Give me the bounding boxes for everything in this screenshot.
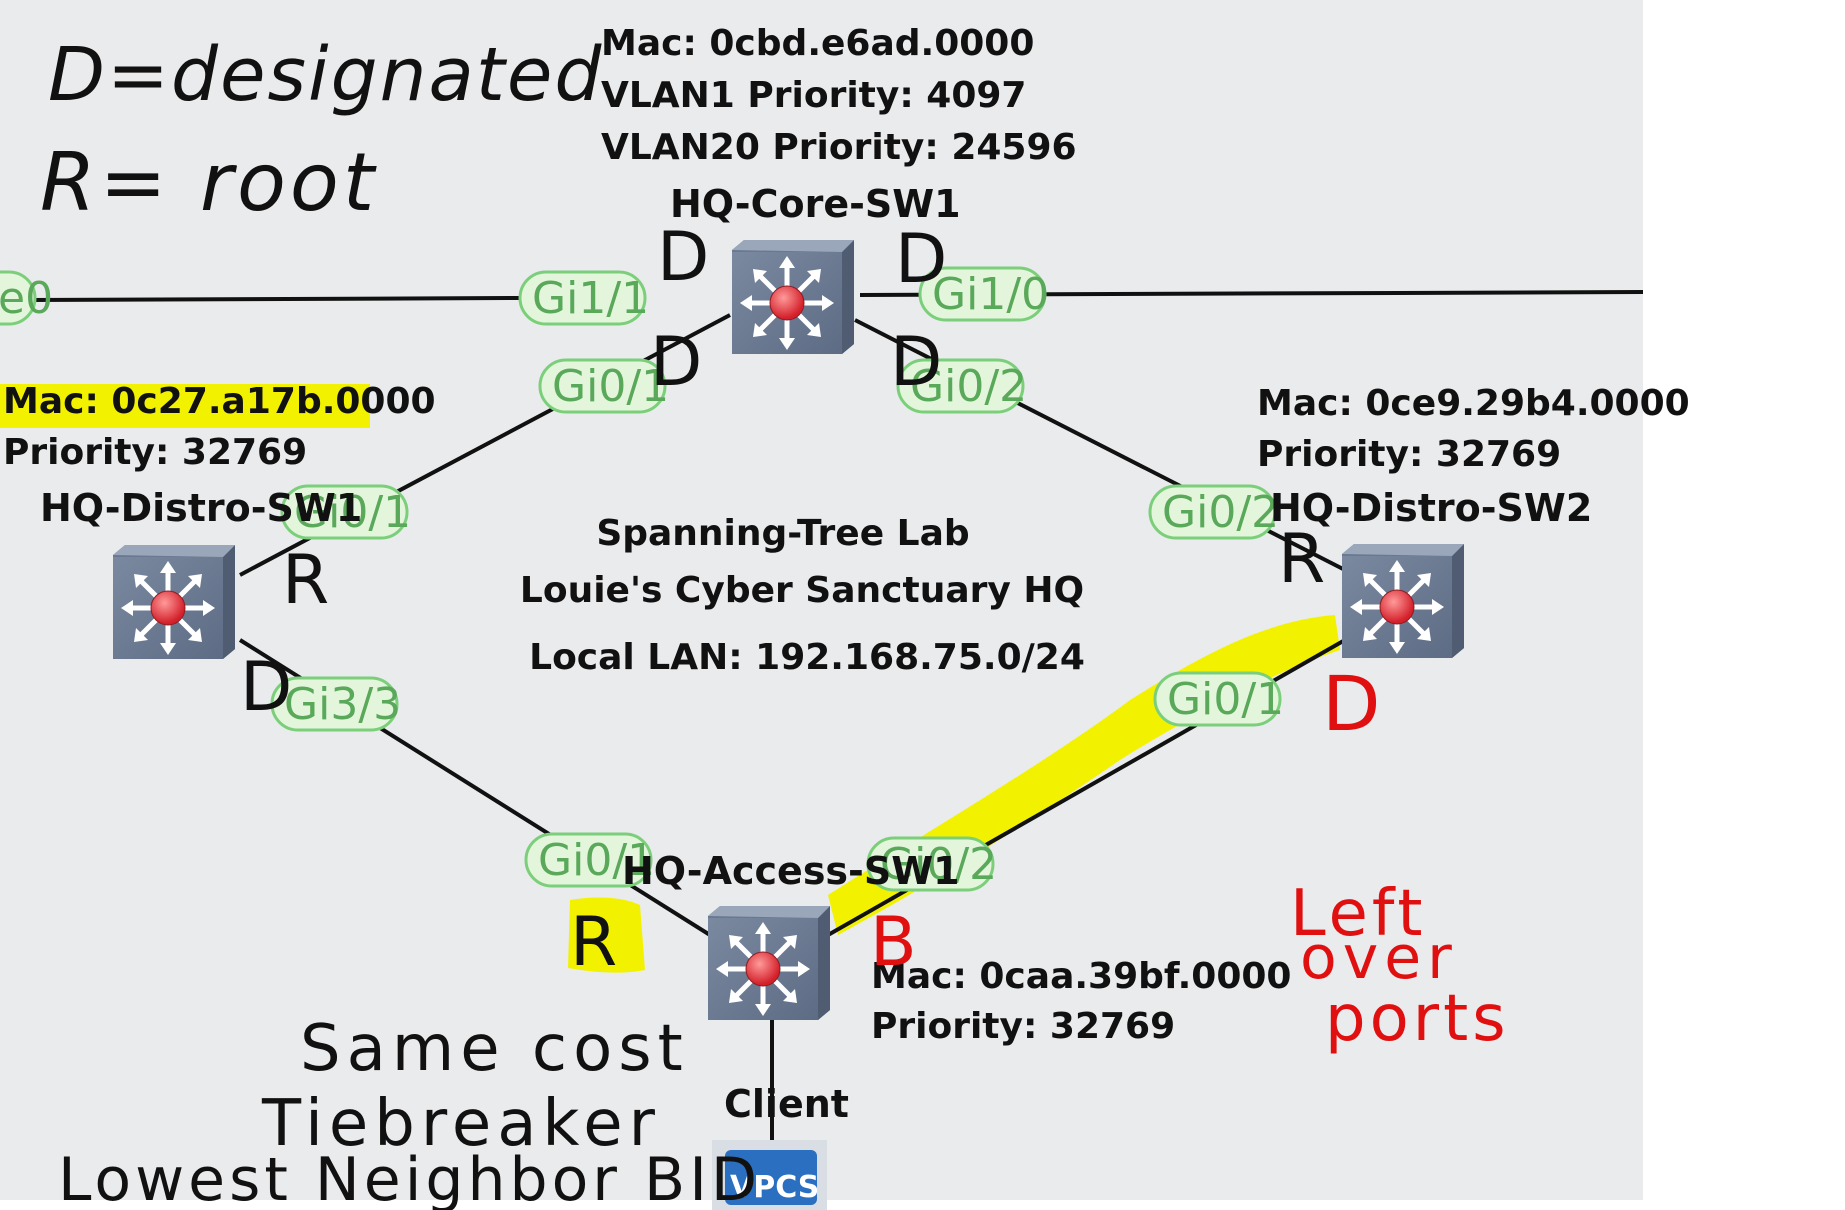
access-mac: Mac: 0caa.39bf.0000 [871, 956, 1291, 997]
note-lowest-neighbor-bid: Lowest Neighbor BID [58, 1145, 761, 1210]
port-core-gi1-1[interactable]: Gi1/1 [518, 270, 649, 326]
lab-title: Spanning-Tree Lab [596, 513, 969, 554]
legend-designated: D=designated [48, 32, 603, 118]
svg-text:Gi3/3: Gi3/3 [284, 679, 401, 730]
svg-text:Gi0/1: Gi0/1 [1167, 674, 1284, 725]
link-left-edge [29, 296, 521, 302]
client-vpcs[interactable]: VPCS [712, 1140, 827, 1210]
client-name: Client [724, 1082, 849, 1126]
port-core-gi1-0[interactable]: Gi1/0 [918, 266, 1049, 322]
svg-text:Gi0/2: Gi0/2 [1162, 487, 1279, 538]
role-distro2-gi0-1-red: D [1322, 659, 1381, 748]
distro1-name: HQ-Distro-SW1 [40, 486, 362, 530]
role-core-gi0-2: D [890, 323, 942, 402]
note-ports: ports [1325, 982, 1510, 1056]
distro1-mac: Mac: 0c27.a17b.0000 [3, 381, 436, 422]
role-core-gi1-0: D [895, 220, 947, 299]
distro2-priority: Priority: 32769 [1257, 434, 1561, 475]
highlight-root-r [568, 897, 645, 973]
core-mac: Mac: 0cbd.e6ad.0000 [601, 23, 1034, 64]
distro2-name: HQ-Distro-SW2 [1270, 486, 1592, 530]
core-vlan20-priority: VLAN20 Priority: 24596 [601, 127, 1077, 168]
port-distro1-gi0-1[interactable]: Gi0/1 [280, 484, 411, 540]
lab-lan: Local LAN: 192.168.75.0/24 [529, 637, 1085, 678]
port-role-annotations: D D D D R D R R D B [240, 218, 1381, 982]
role-access-gi0-1: R [570, 903, 617, 982]
lab-subtitle: Louie's Cyber Sanctuary HQ [520, 570, 1084, 611]
port-distro1-gi3-3[interactable]: Gi3/3 [270, 676, 401, 732]
core-name: HQ-Core-SW1 [670, 182, 961, 226]
core-vlan1-priority: VLAN1 Priority: 4097 [601, 75, 1026, 116]
access-priority: Priority: 32769 [871, 1006, 1175, 1047]
port-access-gi0-1[interactable]: Gi0/1 [524, 832, 655, 888]
highlight-mac-distro1 [0, 384, 370, 428]
role-core-gi0-1: D [650, 323, 702, 402]
note-over: over [1300, 923, 1458, 993]
switch-icon-access[interactable] [708, 906, 830, 1020]
svg-text:Gi0/1: Gi0/1 [294, 487, 411, 538]
access-name: HQ-Access-SW1 [622, 849, 960, 893]
svg-text:e0: e0 [0, 273, 53, 324]
role-core-gi1-1: D [657, 218, 709, 297]
svg-text:Gi0/2: Gi0/2 [910, 361, 1027, 412]
role-distro1-gi3-3: D [240, 648, 292, 727]
note-same-cost: Same cost [300, 1012, 689, 1086]
role-distro2-gi0-2: R [1278, 520, 1325, 599]
vpcs-icon: VPCS [730, 1170, 819, 1205]
port-distro2-gi0-1[interactable]: Gi0/1 [1153, 671, 1284, 727]
distro1-priority: Priority: 32769 [3, 432, 307, 473]
switch-icon-distro1[interactable] [113, 545, 235, 659]
svg-text:Gi0/2: Gi0/2 [880, 839, 997, 890]
svg-text:Gi0/1: Gi0/1 [552, 361, 669, 412]
port-left-edge[interactable]: e0 [0, 270, 53, 326]
legend-root: R= root [40, 136, 378, 229]
svg-text:Gi0/1: Gi0/1 [538, 835, 655, 886]
distro2-mac: Mac: 0ce9.29b4.0000 [1257, 383, 1690, 424]
port-access-gi0-2[interactable]: Gi0/2 [866, 836, 997, 892]
svg-text:Gi1/0: Gi1/0 [932, 269, 1049, 320]
port-core-gi0-1[interactable]: Gi0/1 [538, 358, 669, 414]
role-access-gi0-2-red: B [870, 903, 917, 982]
note-left: Left [1290, 877, 1426, 951]
port-distro2-gi0-2[interactable]: Gi0/2 [1148, 484, 1279, 540]
role-distro1-gi0-1: R [282, 541, 329, 620]
switch-icon-distro2[interactable] [1342, 544, 1464, 658]
port-core-gi0-2[interactable]: Gi0/2 [896, 358, 1027, 414]
svg-text:Gi1/1: Gi1/1 [532, 273, 649, 324]
switch-icon-core[interactable] [732, 240, 854, 354]
note-tiebreaker: Tiebreaker [261, 1087, 661, 1161]
